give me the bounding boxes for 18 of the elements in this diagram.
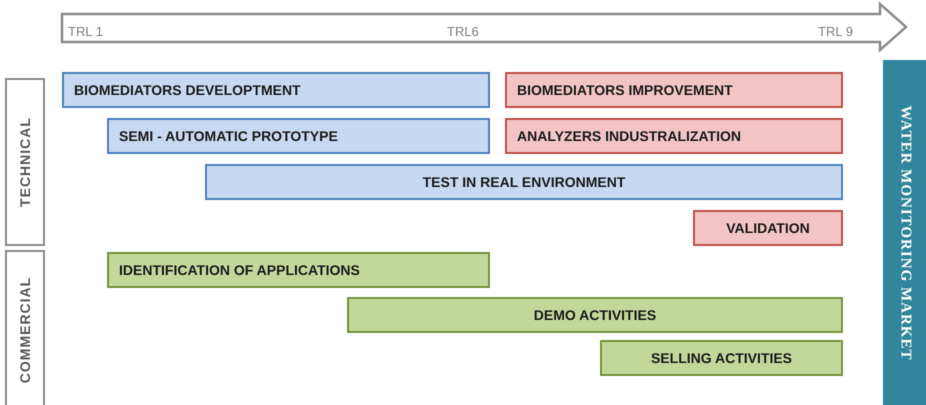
category-box xyxy=(5,250,45,405)
task-bar: ANALYZERS INDUSTRALIZATION xyxy=(505,118,843,154)
trl-label: TRL6 xyxy=(447,24,479,39)
task-bar: SELLING ACTIVITIES xyxy=(600,340,843,376)
task-bar: BIOMEDIATORS DEVELOPTMENT xyxy=(62,72,490,108)
task-bar: TEST IN REAL ENVIRONMENT xyxy=(205,164,843,200)
category-label: TECHNICAL xyxy=(17,117,33,207)
market-label: WATER MONITORING MARKET xyxy=(896,105,913,360)
market-band xyxy=(883,60,926,405)
trl-label: TRL 9 xyxy=(818,24,853,39)
task-bar: VALIDATION xyxy=(693,210,843,246)
task-bar: BIOMEDIATORS IMPROVEMENT xyxy=(505,72,843,108)
task-bar: SEMI - AUTOMATIC PROTOTYPE xyxy=(107,118,490,154)
category-label: COMMERCIAL xyxy=(17,276,33,384)
task-bar: DEMO ACTIVITIES xyxy=(347,297,843,333)
trl-label: TRL 1 xyxy=(68,24,103,39)
category-box xyxy=(5,78,45,246)
task-bar: IDENTIFICATION OF APPLICATIONS xyxy=(107,252,490,288)
